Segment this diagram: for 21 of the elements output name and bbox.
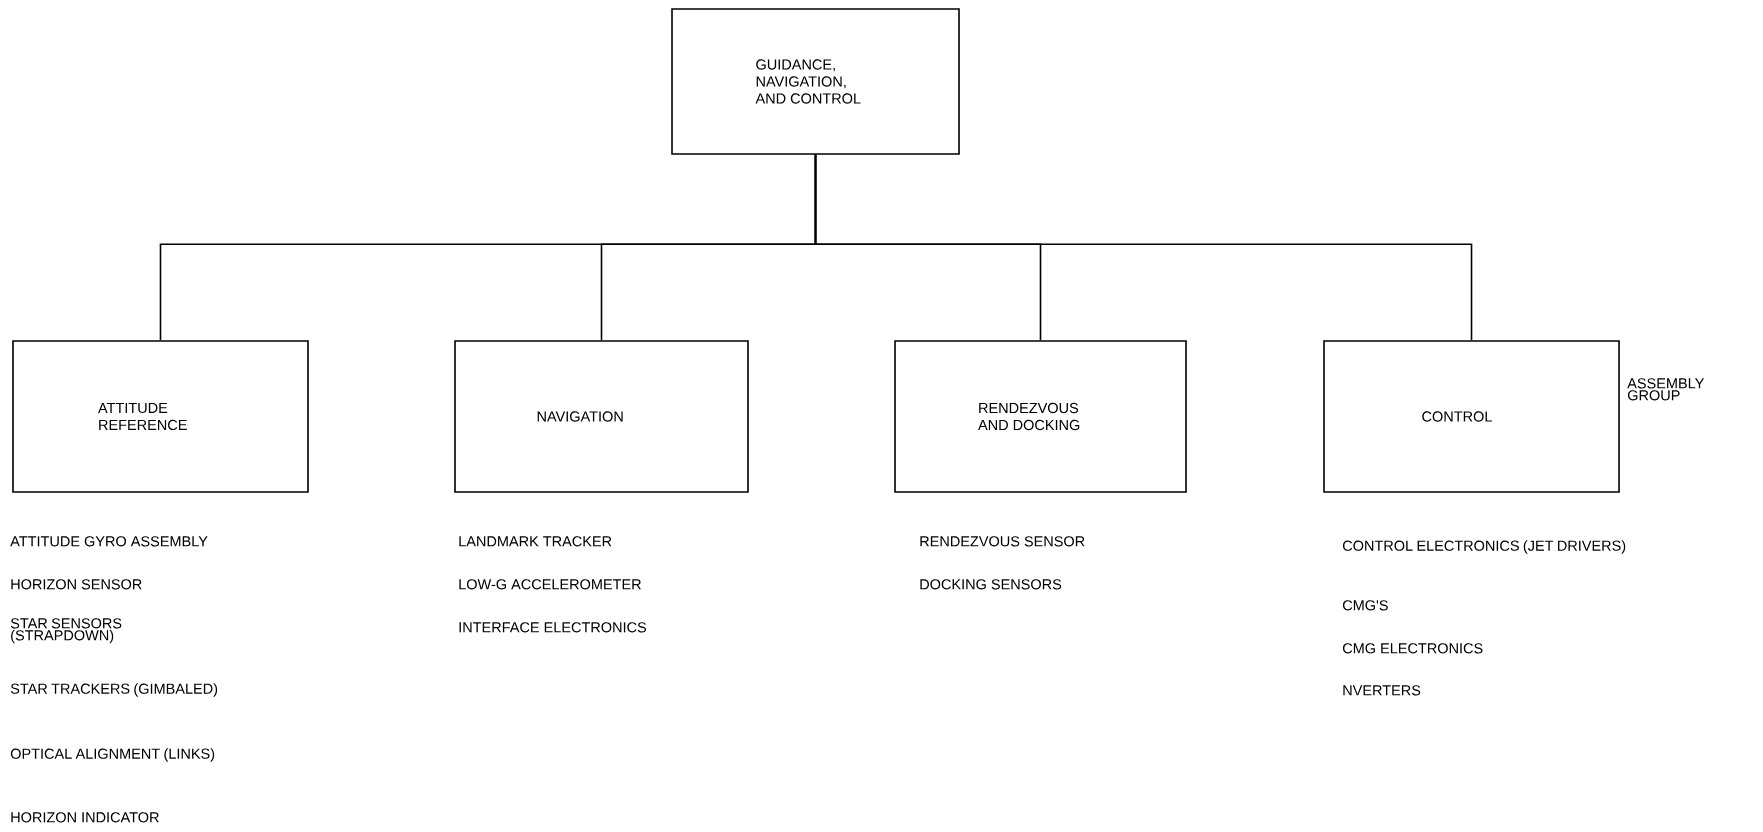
- item-label: STAR TRACKERS (GIMBALED): [10, 683, 218, 697]
- connector-line: [814, 154, 1473, 341]
- item-label: STAR SENSORS (STRAPDOWN): [10, 618, 122, 644]
- item-label: HORIZON INDICATOR: [11, 812, 159, 823]
- item-label: RENDEZVOUS SENSOR: [920, 536, 1085, 547]
- group-box: ATTITUDE REFERENCE: [12, 340, 309, 493]
- item-label: OPTICAL ALIGNMENT (LINKS): [10, 748, 215, 762]
- item-label: HORIZON SENSOR: [11, 579, 142, 590]
- group-box: GUIDANCE, NAVIGATION, AND CONTROL: [671, 8, 960, 155]
- group-box: NAVIGATION: [454, 340, 749, 493]
- item-label: DOCKING SENSORS: [920, 579, 1062, 590]
- item-label: INTERFACE ELECTRONICS: [459, 622, 647, 633]
- item-label: LOW-G ACCELEROMETER: [459, 579, 641, 590]
- item-label: NVERTERS: [1343, 685, 1421, 696]
- item-label: CMG'S: [1342, 600, 1388, 611]
- item-label: CMG ELECTRONICS: [1342, 643, 1483, 654]
- item-label: CONTROL ELECTRONICS (JET DRIVERS): [1342, 540, 1626, 554]
- group-box: RENDEZVOUS AND DOCKING: [894, 340, 1187, 493]
- item-label: LANDMARK TRACKER: [459, 536, 612, 547]
- group-box: CONTROL: [1323, 340, 1620, 493]
- item-label: ATTITUDE GYRO ASSEMBLY: [10, 536, 208, 547]
